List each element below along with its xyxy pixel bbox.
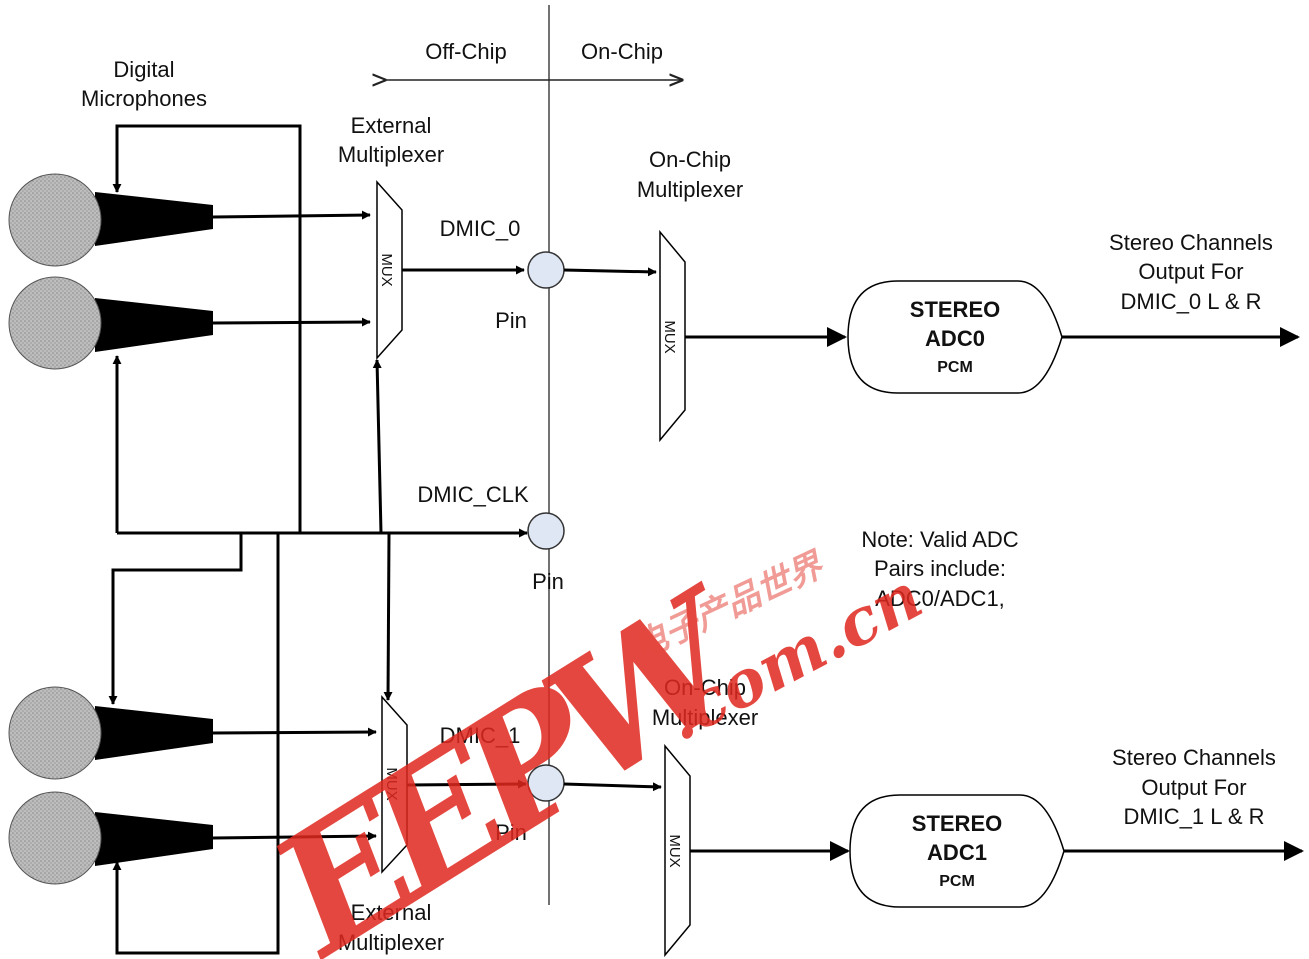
adc0-line2: ADC0 <box>925 326 985 351</box>
adc1-line1: STEREO <box>912 811 1002 836</box>
adc0-line1: STEREO <box>910 297 1000 322</box>
digital-microphones-label-2: Microphones <box>81 86 207 111</box>
mic3-to-extmux-wire <box>212 727 377 737</box>
external-mux-bottom-text: MUX <box>383 767 400 800</box>
pin-clk-label: Pin <box>532 569 564 594</box>
out1-label-3: DMIC_1 L & R <box>1123 804 1264 829</box>
out0-label-2: Output For <box>1138 259 1243 284</box>
microphone-4 <box>8 791 213 885</box>
note-line-3: ADC0/ADC1, <box>875 586 1005 611</box>
out0-label-3: DMIC_0 L & R <box>1120 289 1261 314</box>
adc1-line2: ADC1 <box>927 840 987 865</box>
adc0-block: STEREO ADC0 PCM <box>847 280 1063 394</box>
onchip-mux-bottom-label-1: On-Chip <box>664 675 746 700</box>
out1-label-2: Output For <box>1141 775 1246 800</box>
dmic1-label: DMIC_1 <box>440 723 521 748</box>
dmic0-pin <box>527 251 565 289</box>
onchip-mux-bottom: MUX <box>664 743 691 958</box>
out0-label-1: Stereo Channels <box>1109 230 1273 255</box>
note-line-2: Pairs include: <box>874 556 1006 581</box>
dmic-clk-pin <box>527 512 565 550</box>
onchip-mux-top-label-2: Multiplexer <box>637 177 743 202</box>
onchip-mux-top-text: MUX <box>661 320 678 353</box>
digital-microphones-label-1: Digital <box>113 57 174 82</box>
pin1-to-onchipmux-wire <box>563 782 662 792</box>
off-chip-label: Off-Chip <box>425 39 507 64</box>
adc1-line3: PCM <box>939 873 975 890</box>
mic2-to-extmux-wire <box>212 317 371 327</box>
onchip-mux-top-label-1: On-Chip <box>649 147 731 172</box>
external-mux-bottom-label-1: External <box>351 900 432 925</box>
microphone-3 <box>8 686 213 780</box>
on-chip-label: On-Chip <box>581 39 663 64</box>
pin0-to-onchipmux-wire <box>563 267 657 277</box>
microphone-2 <box>8 276 213 370</box>
adc1-block: STEREO ADC1 PCM <box>849 794 1065 908</box>
dmic1-pin <box>527 764 565 802</box>
mic1-to-extmux-wire <box>212 210 371 220</box>
adc0-line3: PCM <box>937 359 973 376</box>
external-mux-top-label-1: External <box>351 113 432 138</box>
external-mux-bottom-label-2: Multiplexer <box>338 930 444 955</box>
note-line-1: Note: Valid ADC <box>861 527 1018 552</box>
out1-label-1: Stereo Channels <box>1112 745 1276 770</box>
eepw-watermark: EEPW .com.cn 电子产品世界 <box>238 544 934 959</box>
dmic0-label: DMIC_0 <box>440 216 521 241</box>
onchip-mux-top: MUX <box>659 229 686 443</box>
pin1-label: Pin <box>495 820 527 845</box>
onchip-mux-bottom-label-2: Multiplexer <box>652 705 758 730</box>
clock-wiring <box>108 124 528 955</box>
external-mux-bottom: MUX <box>381 695 408 874</box>
pin0-label: Pin <box>495 308 527 333</box>
external-mux-top-label-2: Multiplexer <box>338 142 444 167</box>
onchip-mux-bottom-text: MUX <box>666 834 683 867</box>
external-mux-top: MUX <box>376 180 403 360</box>
dmic-clk-label: DMIC_CLK <box>417 482 529 507</box>
external-mux-top-text: MUX <box>378 253 395 286</box>
extmux1-to-pin-wire <box>406 779 527 789</box>
microphone-1 <box>8 173 213 267</box>
mic4-to-extmux-wire <box>212 831 377 841</box>
